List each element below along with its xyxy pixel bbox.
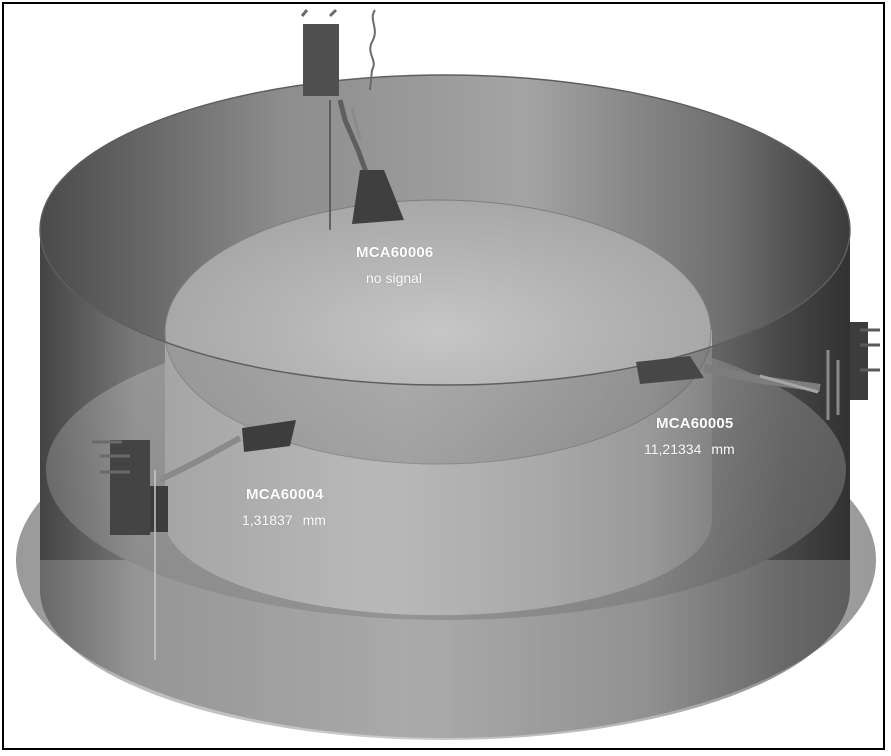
sensor-reading-value: 1,31837 <box>242 512 293 528</box>
sensor-assembly-mca60004 <box>92 420 296 660</box>
sensor-label-mca60005: MCA60005 11,21334 mm <box>644 415 735 457</box>
sensor-reading: 11,21334 mm <box>644 441 735 457</box>
sensor-reading-value: 11,21334 <box>644 441 702 457</box>
sensor-id: MCA60004 <box>246 486 324 503</box>
sensor-reading-value: no signal <box>366 270 423 286</box>
sensor-reading: no signal <box>366 270 433 286</box>
sensor-unit: mm <box>302 512 326 528</box>
sensor-id: MCA60006 <box>356 244 434 261</box>
sensor-unit: mm <box>711 441 735 457</box>
sensor-label-mca60004: MCA60004 1,31837 mm <box>242 486 326 528</box>
sensor-reading: 1,31837 mm <box>242 512 326 528</box>
outer-tank-front-wall <box>40 230 850 740</box>
sensor-assembly-mca60006 <box>300 8 404 230</box>
sensor-id: MCA60005 <box>656 415 734 432</box>
sensor-label-mca60006: MCA60006 no signal <box>356 244 433 286</box>
outer-tank-rim <box>39 74 851 386</box>
sensor-assembly-mca60005 <box>636 322 880 420</box>
